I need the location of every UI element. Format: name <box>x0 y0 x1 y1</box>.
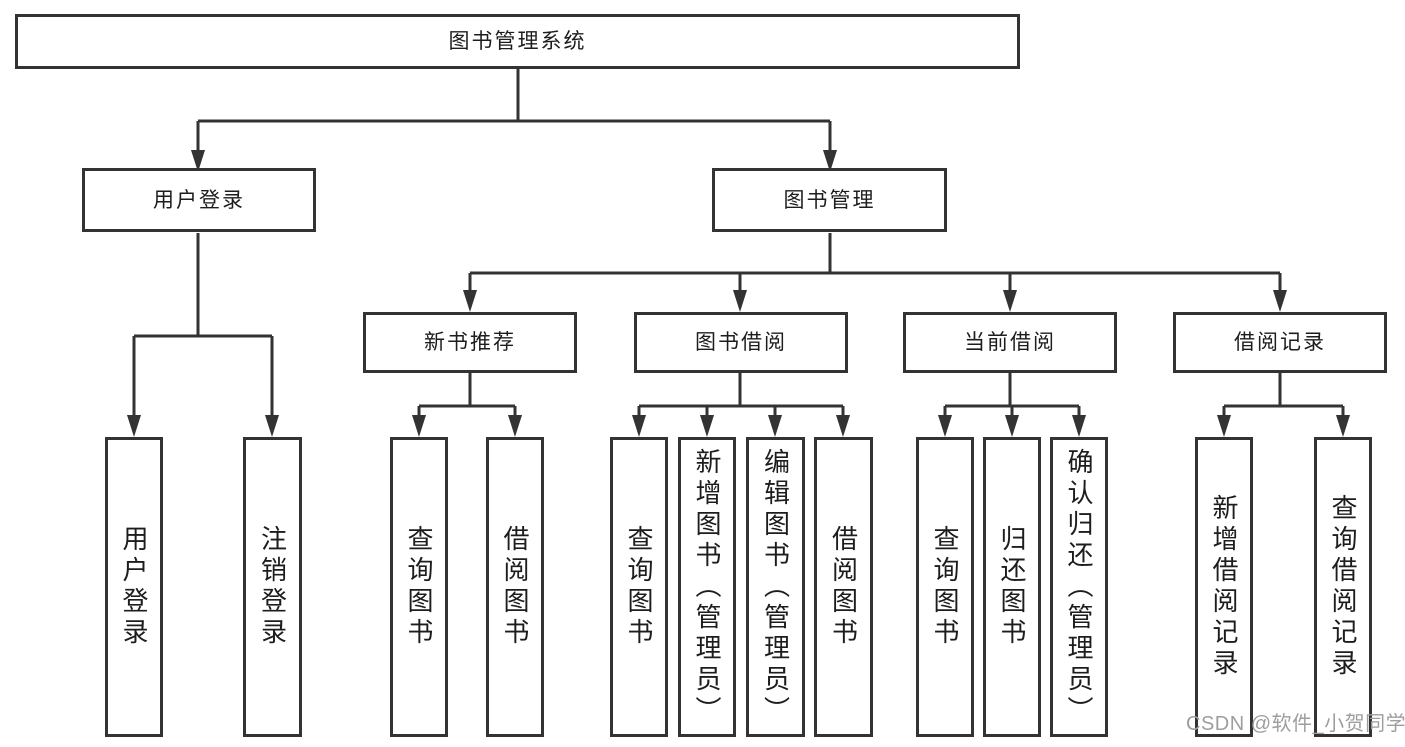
node-new-book-recommend: 新书推荐 <box>363 312 577 373</box>
node-borrow-records: 借阅记录 <box>1173 312 1387 373</box>
node-search-book-borrow: 查询图书 <box>610 437 668 737</box>
node-search-book-borrow-label: 查询图书 <box>624 525 654 649</box>
node-confirm-return-admin-label: 确认归还（管理员） <box>1064 447 1094 727</box>
node-book-borrow: 图书借阅 <box>634 312 848 373</box>
node-new-book-recommend-label: 新书推荐 <box>424 331 516 354</box>
node-borrow-book-leaf-label: 借阅图书 <box>828 525 859 649</box>
node-search-book-recommend-label: 查询图书 <box>404 525 434 649</box>
node-return-book-label: 归还图书 <box>997 525 1027 649</box>
node-search-borrow-record: 查询借阅记录 <box>1314 437 1372 737</box>
node-borrow-book-recommend-label: 借阅图书 <box>500 525 530 649</box>
node-logout: 注销登录 <box>243 437 302 737</box>
node-book-management: 图书管理 <box>712 168 947 232</box>
node-add-borrow-record: 新增借阅记录 <box>1195 437 1253 737</box>
node-library-system-label: 图书管理系统 <box>448 30 587 53</box>
node-current-borrow-label: 当前借阅 <box>964 331 1056 354</box>
node-user-login-leaf-label: 用户登录 <box>119 525 149 649</box>
node-add-borrow-record-label: 新增借阅记录 <box>1209 494 1239 680</box>
node-user-login-leaf: 用户登录 <box>105 437 163 737</box>
node-edit-book-admin: 编辑图书（管理员） <box>746 437 805 737</box>
node-user-login-label: 用户登录 <box>153 188 245 212</box>
node-search-borrow-record-label: 查询借阅记录 <box>1328 494 1358 680</box>
node-add-book-admin: 新增图书（管理员） <box>678 437 736 737</box>
node-user-login: 用户登录 <box>82 168 316 232</box>
node-logout-label: 注销登录 <box>257 525 288 649</box>
node-library-system: 图书管理系统 <box>15 14 1020 69</box>
node-return-book: 归还图书 <box>983 437 1041 737</box>
node-borrow-book-leaf: 借阅图书 <box>814 437 873 737</box>
node-search-book-current-label: 查询图书 <box>930 525 960 649</box>
node-add-book-admin-label: 新增图书（管理员） <box>692 447 722 727</box>
node-current-borrow: 当前借阅 <box>903 312 1117 373</box>
node-book-management-label: 图书管理 <box>783 188 876 212</box>
node-borrow-book-recommend: 借阅图书 <box>486 437 544 737</box>
node-book-borrow-label: 图书借阅 <box>695 331 787 354</box>
node-search-book-current: 查询图书 <box>916 437 974 737</box>
node-confirm-return-admin: 确认归还（管理员） <box>1050 437 1108 737</box>
node-edit-book-admin-label: 编辑图书（管理员） <box>760 447 791 727</box>
node-borrow-records-label: 借阅记录 <box>1234 331 1326 354</box>
node-search-book-recommend: 查询图书 <box>390 437 448 737</box>
watermark: CSDN @软件_小贺同学 <box>1186 713 1405 735</box>
